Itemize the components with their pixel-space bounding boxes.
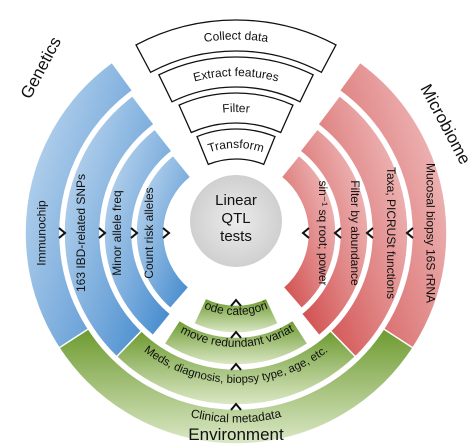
- microbiome-chevron-icon-2: [365, 227, 374, 239]
- environment-chevron-icon-4: [230, 298, 242, 307]
- center-label-line2: QTL: [221, 210, 250, 227]
- pipeline-stage-1: [135, 19, 337, 74]
- microbiome-step-label-4: sin⁻¹ sq root; power: [316, 180, 330, 285]
- environment-ring-segment-4: [192, 297, 280, 334]
- chevron-arrows: [58, 227, 414, 411]
- environment-ring-segment-3: [163, 319, 309, 366]
- pipeline-stage-3: [178, 92, 294, 134]
- ring-segments: [24, 61, 448, 445]
- genetics-chevron-icon-1: [58, 227, 67, 239]
- microbiome-chevron-icon-3: [333, 227, 342, 239]
- pipeline-stage-label-4: Transform: [206, 137, 265, 155]
- microbiome-ring-segment-3: [298, 127, 369, 337]
- center-node: Linear QTL tests: [188, 173, 284, 269]
- environment-step-label-1: Clinical metadata: [190, 406, 283, 425]
- pipeline-stage-label-3: Filter: [222, 101, 251, 116]
- genetics-ring-segment-3: [103, 127, 174, 337]
- genetics-chevron-icon-3: [130, 227, 139, 239]
- genetics-ring-segment-1: [24, 61, 137, 407]
- microbiome-ring-segment-4: [280, 154, 337, 310]
- genetics-chevron-icon-2: [98, 227, 107, 239]
- environment-chevron-icon-2: [230, 362, 242, 371]
- microbiome-step-label-1: Mucosal biopsy 16S rRNA: [423, 163, 437, 303]
- pipeline-stage-label-1: Collect data: [203, 28, 270, 45]
- pipeline-stage-4: [196, 128, 276, 166]
- environment-title: Environment: [188, 425, 284, 444]
- genetics-step-label-2: 163 IBD-related SNPs: [74, 174, 88, 292]
- genetics-step-label-4: Count risk alleles: [142, 187, 156, 278]
- genetics-ring-segment-2: [63, 94, 156, 372]
- environment-chevron-icon-1: [230, 402, 242, 411]
- genetics-step-label-3: Minor allele freq: [110, 190, 124, 275]
- environment-ring-segment-2: [115, 329, 357, 406]
- genetics-chevron-icon-4: [162, 227, 171, 239]
- environment-chevron-icon-3: [230, 330, 242, 339]
- genetics-title: Genetics: [17, 34, 65, 102]
- center-label-line3: tests: [220, 228, 252, 245]
- environment-ring-segment-1: [58, 327, 414, 445]
- microbiome-step-label-2: Taxa; PICRUSt functions: [384, 167, 398, 299]
- pipeline-stage-2: [157, 56, 315, 103]
- pipeline-stage-label-2: Extract features: [192, 65, 281, 85]
- microbiome-chevron-icon-4: [301, 227, 310, 239]
- genetics-step-label-1: Immunochip: [35, 200, 49, 266]
- center-circle: [188, 173, 284, 269]
- genetics-ring-segment-4: [135, 154, 192, 310]
- microbiome-step-label-3: Filter by abundance: [348, 180, 362, 286]
- center-label-line1: Linear: [215, 192, 257, 209]
- microbiome-chevron-icon-1: [405, 227, 414, 239]
